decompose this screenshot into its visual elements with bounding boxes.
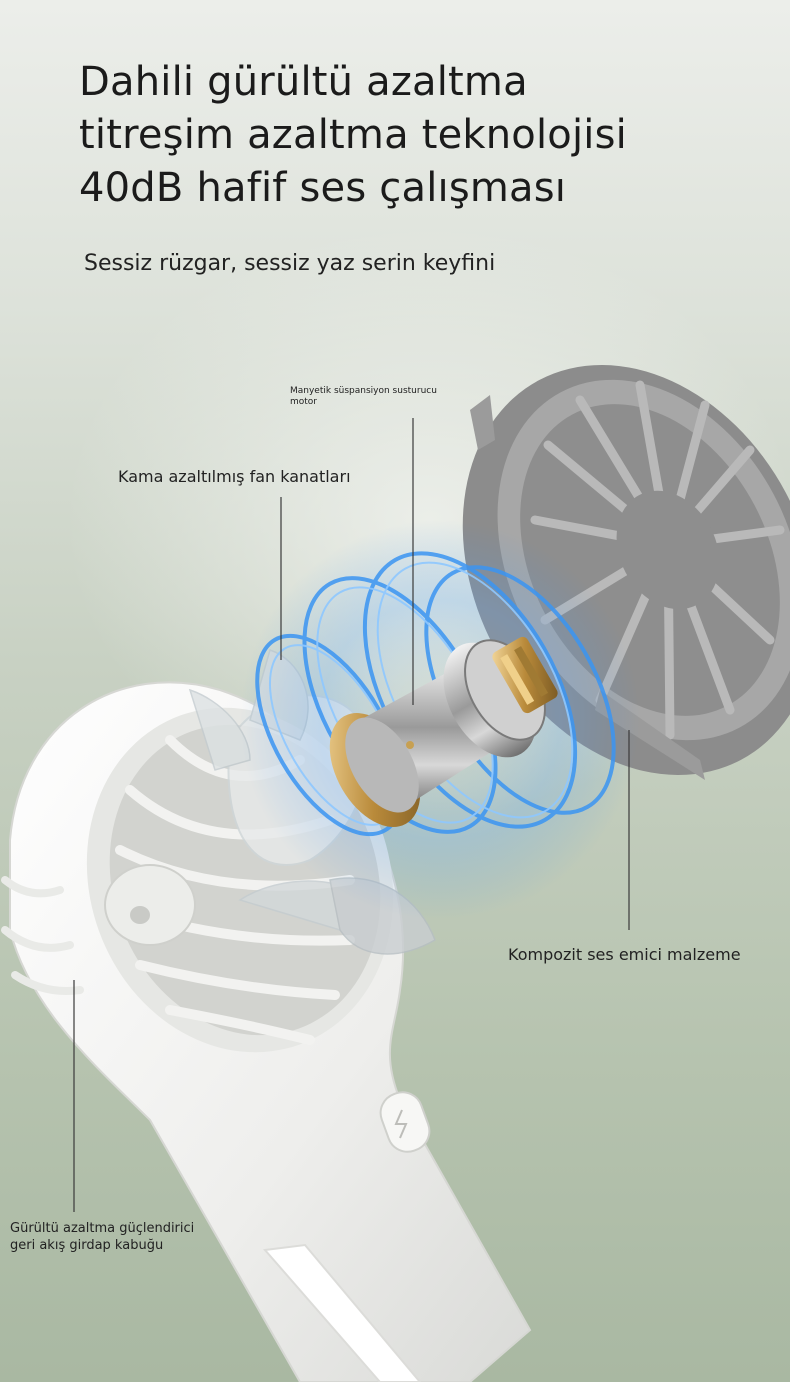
headline-line-1: Dahili gürültü azaltma [79, 59, 528, 105]
callout-shell-line-1: Gürültü azaltma güçlendirici [10, 1221, 195, 1236]
motor [329, 636, 558, 827]
callout-lines [73, 418, 630, 1212]
callout-blades-label: Kama azaltılmış fan kanatları [118, 467, 351, 486]
callout-shell-label: Gürültü azaltma güçlendirici geri akış g… [10, 1220, 210, 1254]
headline-line-3: 40dB hafif ses çalışması [79, 165, 567, 211]
callout-shell-line-2: geri akış girdap kabuğu [10, 1238, 164, 1253]
power-button-icon [379, 1091, 431, 1153]
callout-material-label: Kompozit ses emici malzeme [508, 945, 741, 964]
callout-motor-label: Manyetik süspansiyon susturucu motor [290, 386, 460, 408]
callout-motor-line-2: motor [290, 397, 318, 407]
subheadline: Sessiz rüzgar, sessiz yaz serin keyfini [84, 251, 496, 276]
headline-line-2: titreşim azaltma teknolojisi [79, 112, 627, 158]
callout-motor-line-1: Manyetik süspansiyon susturucu [290, 386, 437, 396]
headline: Dahili gürültü azaltma titreşim azaltma … [79, 56, 627, 215]
